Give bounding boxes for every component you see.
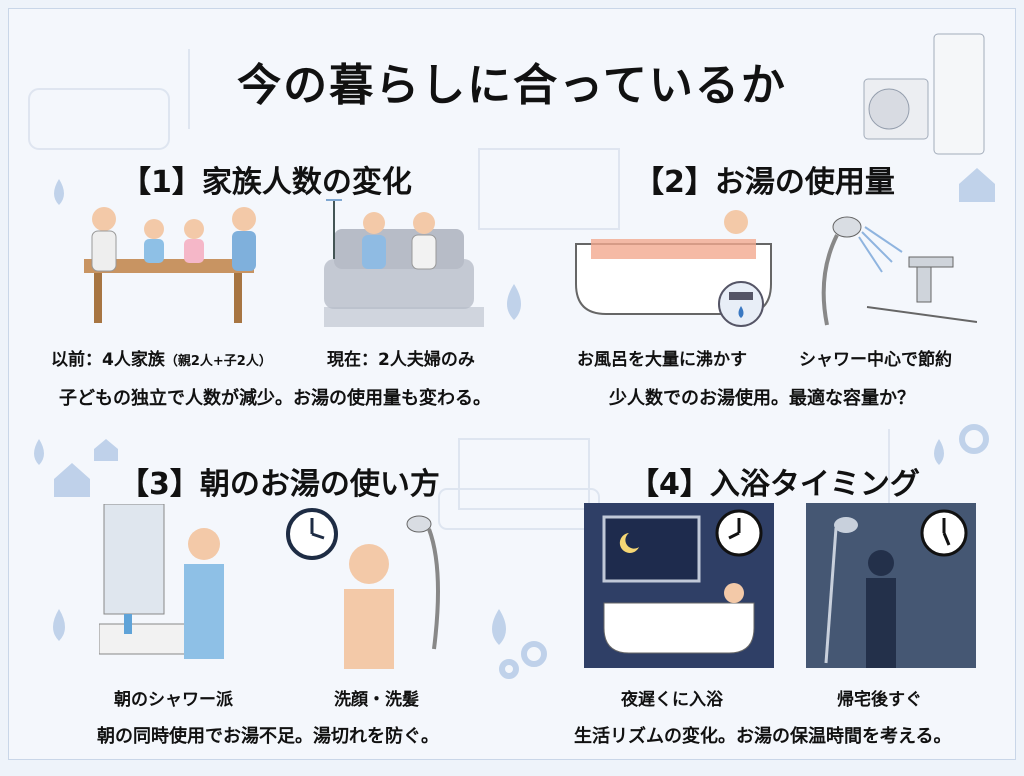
late-night-bath-illustration xyxy=(584,503,774,668)
moon-icon xyxy=(619,533,639,553)
family-dinner-illustration xyxy=(84,207,256,323)
section-2-heading: 【2】お湯の使用量 xyxy=(634,165,895,200)
house-icon xyxy=(54,168,995,497)
water-heater-icon xyxy=(863,33,985,155)
section-1-description: 子どもの独立で人数が減少。お湯の使用量も変わる。 xyxy=(59,388,491,409)
section-2-caption-bath: お風呂を大量に沸かす xyxy=(577,350,747,370)
section-1-heading: 【1】家族人数の変化 xyxy=(121,165,412,200)
section-4-caption-home: 帰宅後すぐ xyxy=(837,690,922,710)
section-1-caption-detail: （親2人+子2人） xyxy=(164,354,272,369)
infographic-page: 今の暮らしに合っているか 【1】家族人数の変化 以前：4人家族（親2人+子2人）… xyxy=(8,8,1016,760)
faucet-icon xyxy=(866,256,977,323)
bathtub-illustration xyxy=(575,210,772,327)
water-drop-icon xyxy=(34,179,944,645)
clock-icon xyxy=(715,509,763,557)
gear-icon xyxy=(499,424,989,679)
section-1-caption-before: 以前：4人家族 xyxy=(51,350,165,370)
background-decoration xyxy=(28,33,995,679)
shower-head-icon xyxy=(824,517,858,664)
section-1-caption-now: 現在：2人夫婦のみ xyxy=(327,350,475,370)
section-4-caption-night: 夜遅くに入浴 xyxy=(621,690,723,710)
morning-wash-illustration xyxy=(99,504,224,659)
water-meter-icon xyxy=(718,281,764,327)
section-3-description: 朝の同時使用でお湯不足。湯切れを防ぐ。 xyxy=(97,726,439,747)
shower-head-icon xyxy=(821,216,862,326)
after-work-shower-illustration xyxy=(806,503,976,668)
section-4-description: 生活リズムの変化。お湯の保温時間を考える。 xyxy=(574,726,952,747)
shower-faucet-illustration xyxy=(821,216,977,326)
section-2-description: 少人数でのお湯使用。最適な容量か？ xyxy=(609,388,915,409)
section-3-caption-wash: 洗顔・洗髪 xyxy=(334,690,419,710)
clock-icon xyxy=(920,509,968,557)
section-2-caption-shower: シャワー中心で節約 xyxy=(799,350,952,370)
section-3-heading: 【3】朝のお湯の使い方 xyxy=(119,467,440,502)
section-3-caption-shower: 朝のシャワー派 xyxy=(114,690,233,710)
morning-shower-illustration xyxy=(286,508,440,669)
section-4-heading: 【4】入浴タイミング xyxy=(629,467,920,502)
clock-icon xyxy=(286,508,338,560)
couple-sofa-illustration xyxy=(324,199,484,327)
shower-head-icon xyxy=(406,515,440,650)
page-title: 今の暮らしに合っているか xyxy=(237,60,787,111)
